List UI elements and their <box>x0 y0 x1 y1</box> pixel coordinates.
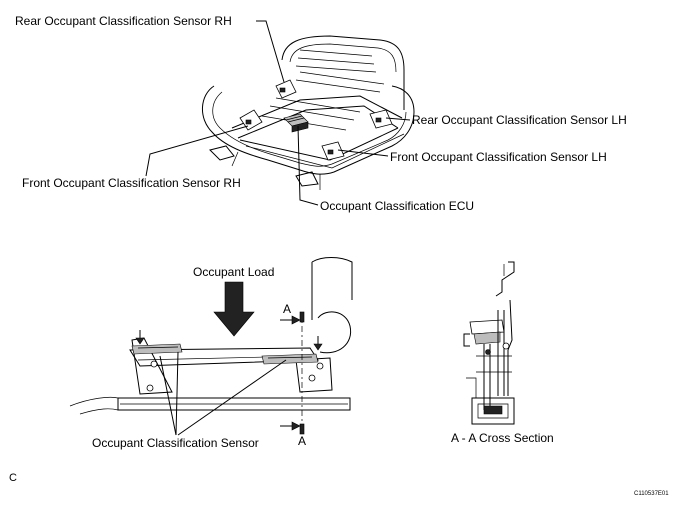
sensor-leader-lines <box>159 351 287 436</box>
section-line-a-a <box>280 311 305 435</box>
label-ecu: Occupant Classification ECU <box>320 199 475 213</box>
rear-lh-sensor <box>369 109 393 129</box>
label-rear-sensor-lh: Rear Occupant Classification Sensor LH <box>412 113 627 127</box>
label-occupant-load: Occupant Load <box>193 265 275 279</box>
label-front-sensor-lh: Front Occupant Classification Sensor LH <box>390 150 607 164</box>
rear-rh-sensor <box>275 79 297 99</box>
label-front-sensor-rh: Front Occupant Classification Sensor RH <box>22 176 241 190</box>
label-cross-section: A - A Cross Section <box>451 431 554 445</box>
corner-letter: C <box>9 472 17 484</box>
label-section-a-bottom: A <box>298 434 307 448</box>
seat-assembly-illustration <box>202 35 415 190</box>
rear-sensor-side <box>261 353 319 365</box>
front-rh-sensor <box>239 109 263 131</box>
ecu-part <box>283 113 309 133</box>
cross-section-illustration <box>463 261 515 425</box>
occupant-load-arrow <box>213 281 255 337</box>
label-occupant-classification-sensor: Occupant Classification Sensor <box>92 436 259 450</box>
figure-code: C110537E01 <box>634 491 669 497</box>
label-section-a-top: A <box>283 302 292 316</box>
side-view-illustration <box>69 257 353 415</box>
top-leader-lines <box>145 20 411 206</box>
label-rear-sensor-rh: Rear Occupant Classification Sensor RH <box>15 14 232 28</box>
front-sensor-side <box>131 343 183 355</box>
front-lh-sensor <box>321 141 345 161</box>
